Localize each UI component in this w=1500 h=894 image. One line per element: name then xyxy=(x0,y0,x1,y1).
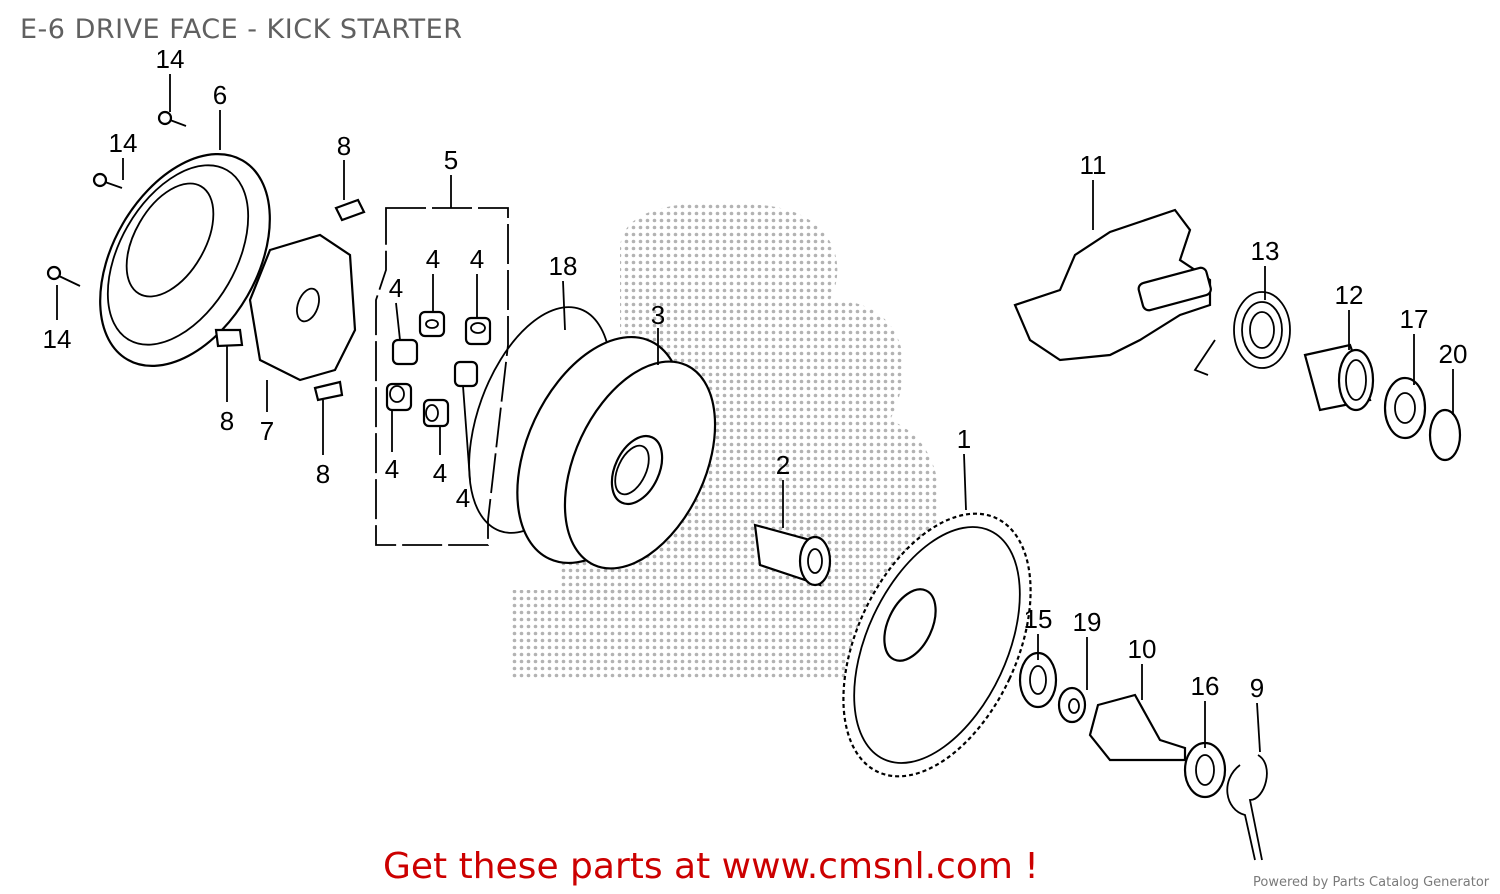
callout-4: 4 xyxy=(384,454,400,484)
callout-14: 14 xyxy=(155,44,185,74)
diagram-title: E-6 DRIVE FACE - KICK STARTER xyxy=(20,14,463,45)
callout-7: 7 xyxy=(259,416,275,446)
cmsnl-link[interactable]: Get these parts at www.cmsnl.com ! xyxy=(383,846,1039,887)
callout-16: 16 xyxy=(1190,671,1220,701)
leader-lines xyxy=(56,74,1454,753)
part-14-bolts xyxy=(46,110,187,287)
callout-1: 1 xyxy=(956,424,972,454)
callout-8: 8 xyxy=(336,131,352,161)
callout-11: 11 xyxy=(1079,150,1107,180)
callout-6: 6 xyxy=(212,80,228,110)
callout-4: 4 xyxy=(425,244,441,274)
callout-2: 2 xyxy=(775,450,791,480)
part-3-movable-drive-face xyxy=(516,335,717,570)
powered-by-text: Powered by Parts Catalog Generator xyxy=(1253,875,1490,890)
part-1-driven-gear xyxy=(842,512,1032,778)
callout-18: 18 xyxy=(548,251,578,281)
part-8-sliders xyxy=(214,198,366,402)
part-11-kick-spindle xyxy=(1013,208,1212,362)
callout-13: 13 xyxy=(1250,236,1280,266)
part-4-rollers xyxy=(385,310,492,428)
callout-3: 3 xyxy=(650,300,666,330)
part-5-set-bracket xyxy=(375,207,509,546)
callout-10: 10 xyxy=(1127,634,1157,664)
part-6-cover xyxy=(99,153,271,367)
callout-8: 8 xyxy=(315,459,331,489)
part-16-washer xyxy=(1183,741,1227,799)
callout-5: 5 xyxy=(443,145,459,175)
callout-15: 15 xyxy=(1023,604,1053,634)
part-12-bushing xyxy=(1303,343,1375,412)
callout-14: 14 xyxy=(108,128,138,158)
callout-4: 4 xyxy=(432,458,448,488)
callout-4: 4 xyxy=(455,483,471,513)
part-7-ramp-plate xyxy=(248,233,357,382)
callout-20: 20 xyxy=(1438,339,1468,369)
callout-12: 12 xyxy=(1334,280,1364,310)
part-17-washer xyxy=(1383,376,1427,440)
callout-4: 4 xyxy=(388,273,404,303)
callout-19: 19 xyxy=(1072,607,1102,637)
callout-8: 8 xyxy=(219,406,235,436)
callout-14: 14 xyxy=(42,324,72,354)
part-9-clip xyxy=(1226,754,1268,861)
callout-17: 17 xyxy=(1399,304,1429,334)
part-2-collar xyxy=(753,523,832,587)
callout-4: 4 xyxy=(469,244,485,274)
callout-9: 9 xyxy=(1249,673,1265,703)
part-19-nut xyxy=(1057,686,1087,724)
part-13-return-spring xyxy=(1193,291,1291,376)
part-20-circlip xyxy=(1428,408,1462,462)
part-15-washer xyxy=(1018,651,1058,709)
part-10-pinion xyxy=(1088,693,1187,762)
